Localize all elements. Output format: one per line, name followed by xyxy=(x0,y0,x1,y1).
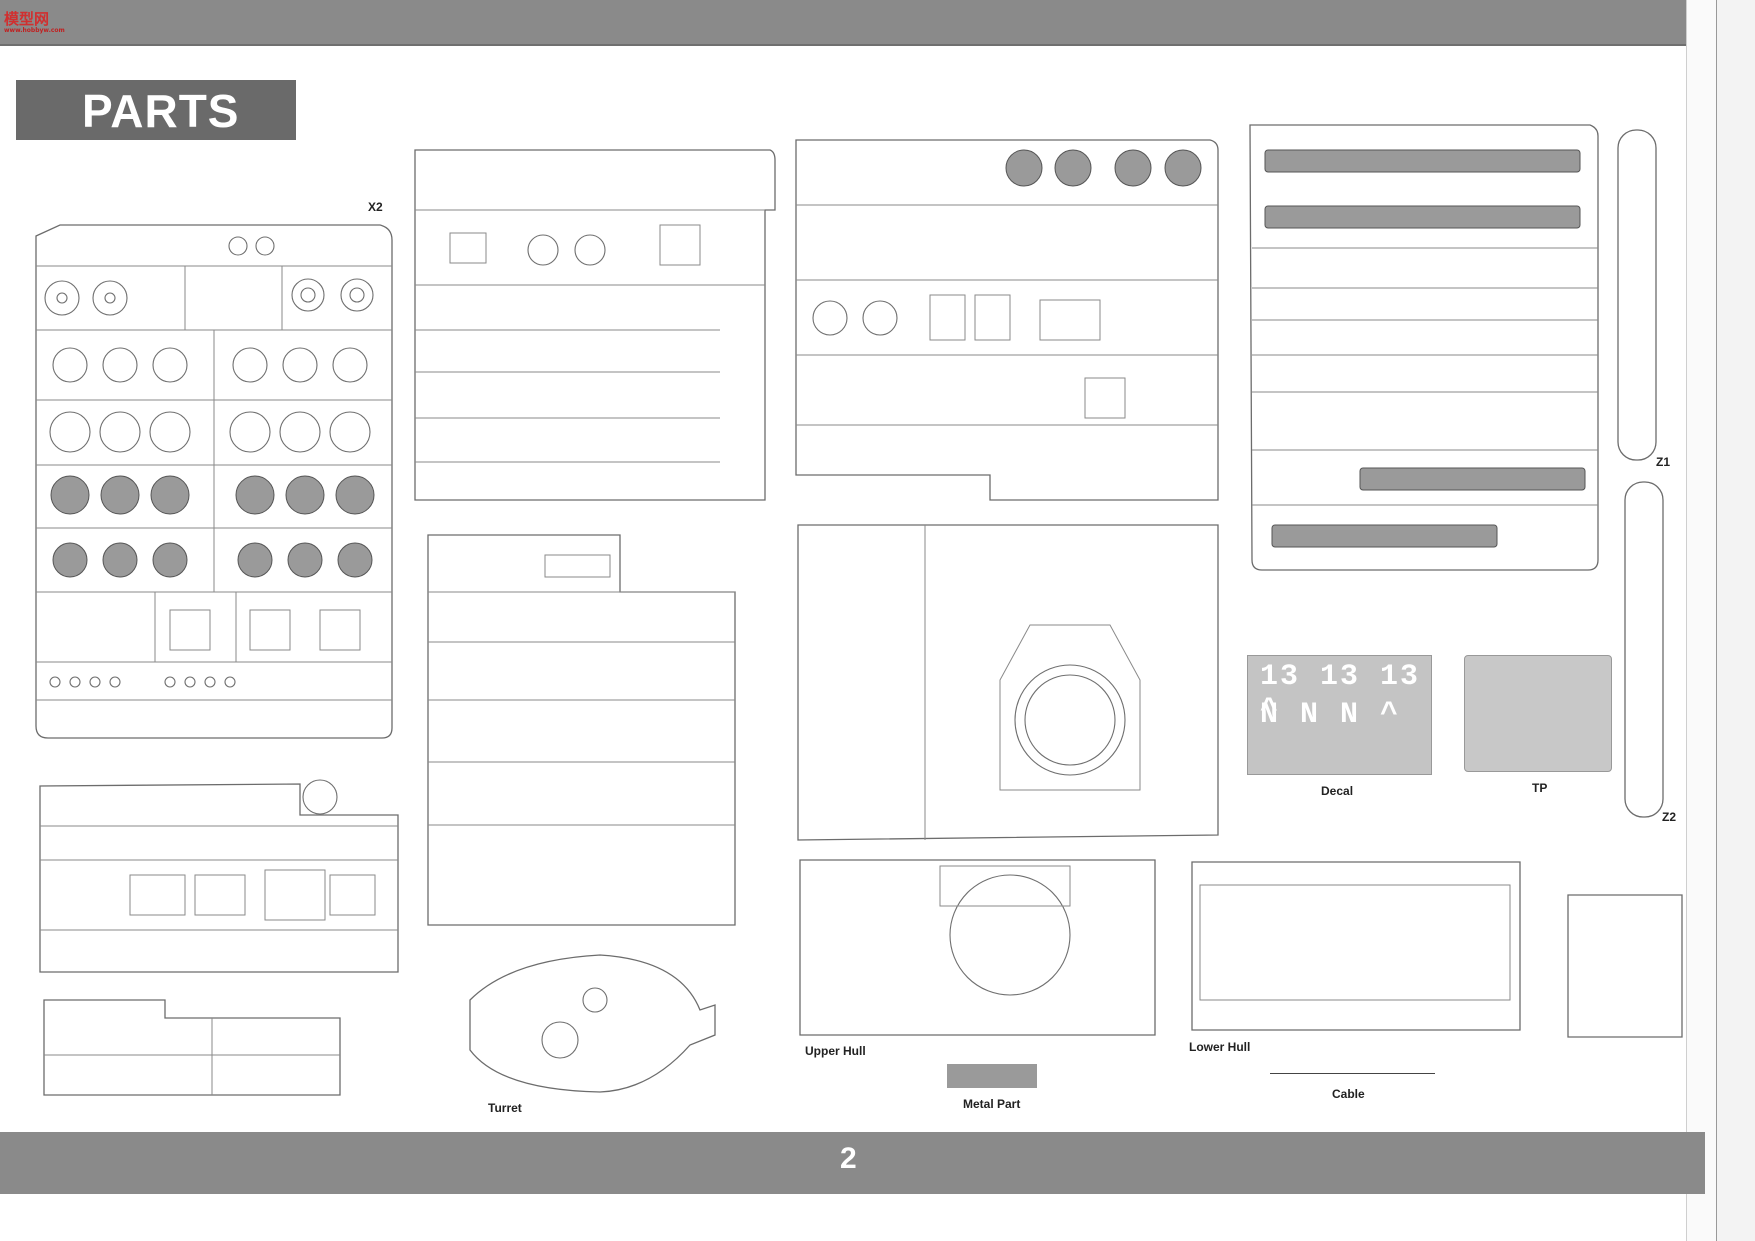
upper-hull xyxy=(799,859,1156,1036)
sprue-tracks xyxy=(1249,124,1599,571)
label-metal-part: Metal Part xyxy=(963,1097,1021,1111)
label-turret: Turret xyxy=(488,1101,522,1115)
label-tp: TP xyxy=(1532,781,1548,795)
page-number: 2 xyxy=(840,1142,857,1175)
sprue-a xyxy=(35,224,393,739)
label-z2: Z2 xyxy=(1662,810,1677,824)
sprue-z xyxy=(1617,129,1664,818)
sprue-d xyxy=(795,139,1219,501)
label-decal: Decal xyxy=(1321,784,1354,798)
cable-line xyxy=(1270,1073,1435,1074)
metal-part-swatch xyxy=(947,1064,1037,1088)
turret xyxy=(469,954,716,1093)
label-x2: X2 xyxy=(368,200,383,214)
sprue-f xyxy=(427,534,736,926)
bottom-bar xyxy=(0,1132,1705,1194)
sprue-small-left xyxy=(43,999,341,1096)
label-cable: Cable xyxy=(1332,1087,1365,1101)
label-upper-hull: Upper Hull xyxy=(805,1044,866,1058)
page-edge xyxy=(1686,0,1717,1241)
watermark-logo: 模型网 www.hobbyw.com xyxy=(4,10,65,34)
label-lower-hull: Lower Hull xyxy=(1189,1040,1251,1054)
sprue-h2 xyxy=(1567,894,1683,1038)
decal-row-2: N N N ^ xyxy=(1260,698,1401,732)
label-z1: Z1 xyxy=(1656,455,1671,469)
top-bar: 模型网 www.hobbyw.com xyxy=(0,0,1705,46)
photo-etch-sheet xyxy=(1464,655,1612,772)
sprue-c xyxy=(39,779,399,973)
page-edge-outer xyxy=(1716,0,1755,1241)
lower-hull xyxy=(1191,861,1521,1031)
section-title-box: PARTS xyxy=(16,80,296,140)
sprue-e xyxy=(797,524,1219,841)
sprue-b xyxy=(414,149,776,501)
decal-sheet: 13 13 13 ^ N N N ^ xyxy=(1247,655,1432,775)
decal-row-1: 13 13 13 ^ xyxy=(1260,660,1421,728)
section-title: PARTS xyxy=(82,85,240,137)
